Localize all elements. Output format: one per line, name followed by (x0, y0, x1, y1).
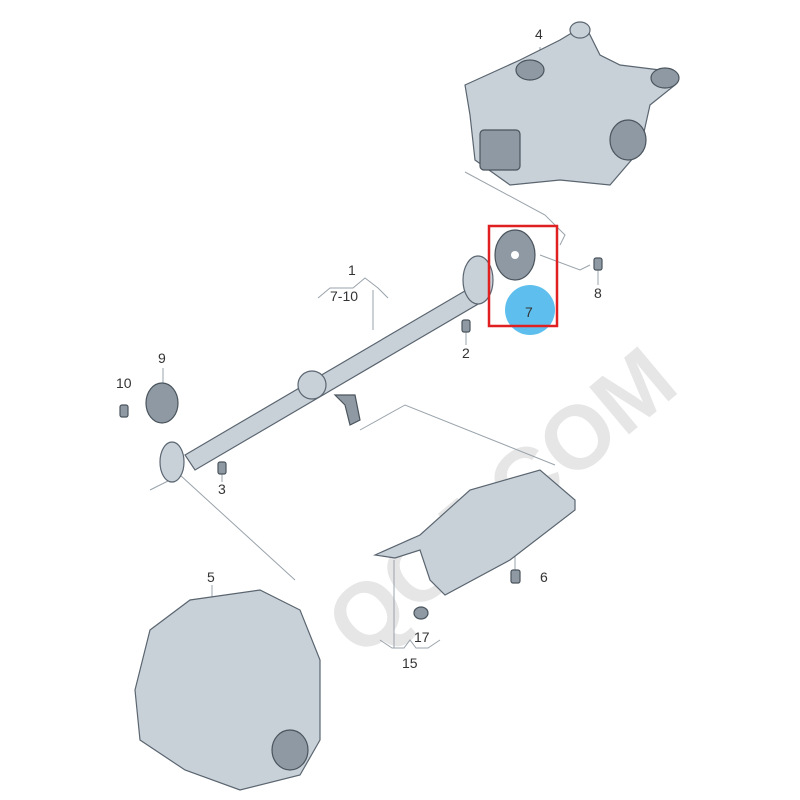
callout-6: 6 (540, 569, 548, 585)
propshaft (159, 255, 494, 483)
highlight-box (487, 224, 559, 328)
callout-2: 2 (462, 345, 470, 361)
callout-15: 15 (402, 655, 418, 671)
gearbox-flange (271, 729, 309, 771)
flex-disc-9 (145, 382, 179, 424)
fasteners (119, 257, 603, 620)
heat-shield (372, 469, 576, 596)
callout-9: 9 (158, 350, 166, 366)
rear-final-drive (464, 21, 680, 186)
callout-4: 4 (535, 26, 543, 42)
callout-5: 5 (207, 569, 215, 585)
flex-disc-7 (494, 229, 536, 281)
callout-3: 3 (218, 481, 226, 497)
callout-7: 7 (525, 304, 533, 320)
callout-17: 17 (414, 629, 430, 645)
callout-10: 10 (116, 375, 132, 391)
highlight-marker (505, 285, 555, 335)
callout-1-range: 7-10 (330, 288, 358, 304)
callout-1: 1 (348, 262, 356, 278)
callout-8: 8 (594, 285, 602, 301)
